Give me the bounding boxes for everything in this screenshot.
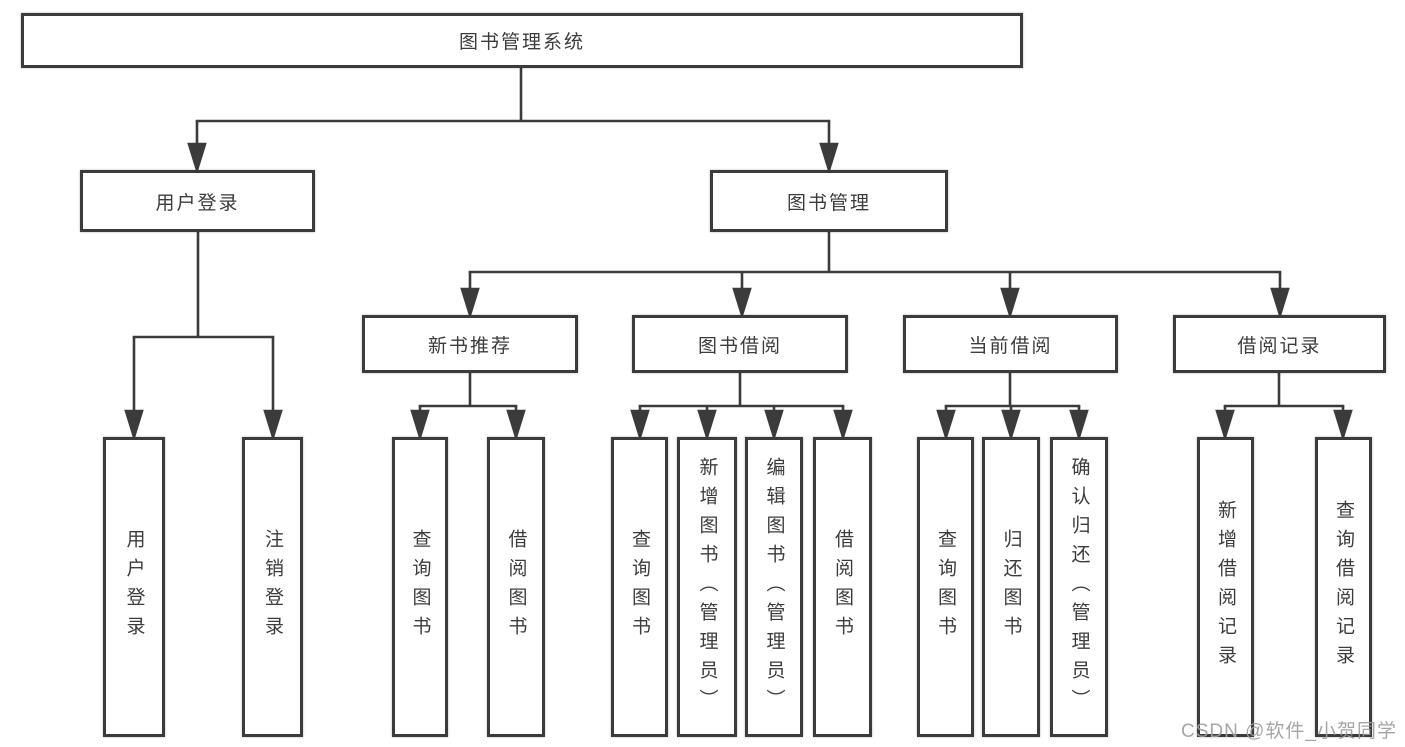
arrow-to-book-management: [819, 121, 839, 175]
leaf-label: 新增借阅记录: [1215, 500, 1236, 674]
csdn-watermark: CSDN @软件_小贺同学: [1181, 721, 1397, 742]
arrow-nb-query: [410, 406, 430, 442]
leaf-cb-query-books: 查询图书: [917, 437, 974, 737]
node-current-borrow: 当前借阅: [903, 315, 1118, 373]
leaf-label: 查询借阅记录: [1333, 500, 1354, 674]
leaf-user-login: 用户登录: [103, 437, 165, 737]
arrow-cb-confirm: [1069, 406, 1089, 442]
node-root-library-system: 图书管理系统: [21, 13, 1023, 68]
node-book-management: 图书管理: [710, 170, 948, 232]
leaf-label: 借阅图书: [832, 529, 853, 645]
arrow-bb-add: [697, 406, 717, 442]
arrow-bb-borrow: [833, 406, 853, 442]
leaf-label: 归还图书: [1000, 529, 1022, 645]
leaf-label: 注销登录: [262, 529, 283, 645]
arrow-bb-edit: [764, 406, 784, 442]
arrow-cb-query: [936, 406, 956, 442]
node-new-book-recommend: 新书推荐: [362, 315, 578, 373]
leaf-bb-edit-books-admin: 编辑图书（管理员）: [745, 437, 803, 737]
arrow-to-leaf-user-login: [124, 337, 144, 442]
arrow-br-query: [1333, 406, 1353, 442]
arrow-to-current-borrow: [1000, 272, 1020, 320]
leaf-br-add-record: 新增借阅记录: [1197, 437, 1254, 737]
leaf-nb-query-books: 查询图书: [392, 437, 448, 737]
leaf-bb-borrow-books: 借阅图书: [813, 437, 872, 737]
leaf-label: 查询图书: [935, 529, 956, 645]
leaf-label: 查询图书: [409, 529, 431, 645]
leaf-cb-return-books: 归还图书: [982, 437, 1040, 737]
leaf-cb-confirm-return-admin: 确认归还（管理员）: [1050, 437, 1108, 737]
leaf-label: 用户登录: [123, 529, 145, 645]
leaf-br-query-record: 查询借阅记录: [1315, 437, 1372, 737]
arrow-to-book-borrow: [732, 272, 752, 320]
leaf-bb-query-books: 查询图书: [611, 437, 668, 737]
node-book-borrow: 图书借阅: [632, 315, 848, 373]
arrow-to-new-book: [460, 272, 480, 320]
arrow-nb-borrow: [506, 406, 526, 442]
leaf-nb-borrow-books: 借阅图书: [487, 437, 545, 737]
leaf-label: 编辑图书（管理员）: [763, 456, 785, 718]
arrow-to-borrow-records: [1270, 272, 1290, 320]
leaf-bb-add-books-admin: 新增图书（管理员）: [677, 437, 737, 737]
arrow-br-add: [1215, 406, 1235, 442]
leaf-logout-login: 注销登录: [242, 437, 303, 737]
arrow-cb-return: [1001, 406, 1021, 442]
node-borrow-records: 借阅记录: [1173, 315, 1386, 373]
leaf-label: 查询图书: [629, 529, 650, 645]
leaf-label: 确认归还（管理员）: [1068, 456, 1090, 718]
leaf-label: 新增图书（管理员）: [696, 456, 718, 718]
leaf-label: 借阅图书: [505, 529, 527, 645]
arrow-bb-query: [630, 406, 650, 442]
arrow-to-leaf-logout: [263, 337, 283, 442]
arrow-to-user-login: [187, 121, 207, 175]
node-user-login: 用户登录: [80, 170, 315, 232]
